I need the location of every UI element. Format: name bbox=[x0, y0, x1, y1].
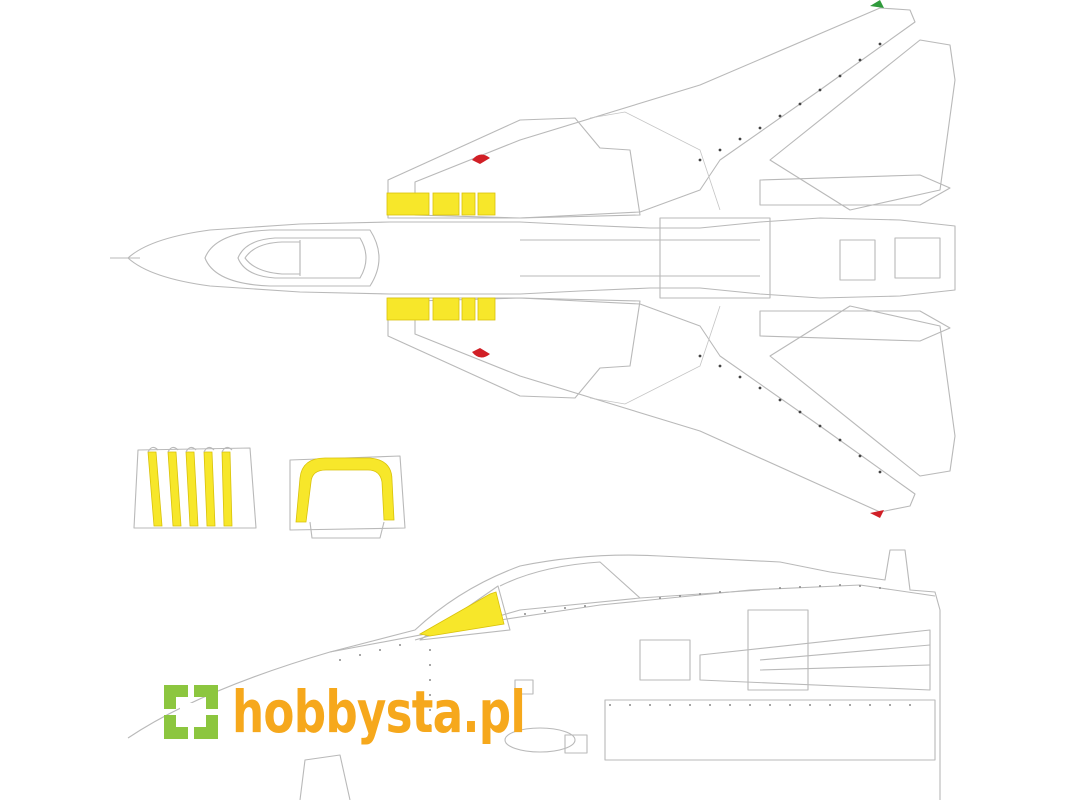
canopy-inner-frame bbox=[237, 237, 367, 279]
spine-panel bbox=[839, 239, 876, 281]
striped-mask-detail bbox=[133, 446, 257, 529]
intake-lines bbox=[759, 644, 931, 671]
engine-intake-ramp bbox=[699, 629, 931, 691]
wing-glove-upper bbox=[387, 117, 641, 219]
wing-glove-lower bbox=[387, 297, 641, 399]
engine-nacelle-lower bbox=[759, 310, 951, 342]
horizontal-stabilizer-upper bbox=[769, 39, 956, 211]
frame-mask-yellow bbox=[295, 457, 395, 523]
front-cockpit-frame bbox=[244, 241, 301, 275]
aircraft-top-view bbox=[110, 0, 956, 518]
canopy-outline-top bbox=[204, 229, 380, 287]
frame-mask-detail bbox=[289, 455, 406, 539]
wing-fastener-row-lower bbox=[698, 354, 882, 474]
spine-line-side bbox=[329, 584, 936, 653]
fuselage-outline-side bbox=[127, 549, 941, 800]
small-hatch bbox=[564, 734, 588, 754]
glove-red-mark-upper bbox=[472, 154, 490, 164]
frame-mask-outline bbox=[289, 455, 406, 531]
aircraft-side-view bbox=[127, 549, 941, 800]
wingtip-red-light bbox=[870, 510, 884, 518]
glove-panel-side bbox=[747, 609, 809, 691]
wing-fastener-row-upper bbox=[698, 42, 882, 162]
mask-panels-lower bbox=[386, 297, 496, 321]
fuselage-outline-top bbox=[127, 217, 956, 299]
nose-gear-door bbox=[299, 754, 351, 800]
horizontal-stabilizer-lower bbox=[769, 305, 956, 477]
mask-panels-upper bbox=[386, 192, 496, 216]
canopy-frame-side bbox=[499, 561, 641, 599]
wing-upper bbox=[414, 7, 916, 219]
wing-lower bbox=[414, 297, 916, 513]
rivet-rows-side bbox=[339, 584, 911, 726]
engine-nacelle-upper bbox=[759, 174, 951, 206]
glove-hatch-upper bbox=[589, 111, 721, 211]
glove-hatch-lower bbox=[589, 305, 721, 405]
intake-panel bbox=[604, 699, 936, 761]
glove-red-mark-lower bbox=[472, 348, 490, 358]
access-panel bbox=[639, 639, 691, 681]
drop-tank-side bbox=[504, 727, 576, 753]
watermark-text: hobbysta.pl bbox=[232, 678, 526, 746]
stripe-tops bbox=[147, 446, 233, 453]
watermark: hobbysta.pl bbox=[160, 676, 608, 748]
windscreen-mask-yellow bbox=[418, 591, 505, 637]
frame-mask-tab bbox=[309, 521, 385, 539]
center-fuselage-panel bbox=[659, 217, 771, 299]
hobbysta-logo-icon bbox=[164, 685, 218, 739]
tail-panel bbox=[894, 237, 941, 279]
gun-port bbox=[514, 679, 534, 695]
wingtip-green-light bbox=[870, 0, 884, 8]
